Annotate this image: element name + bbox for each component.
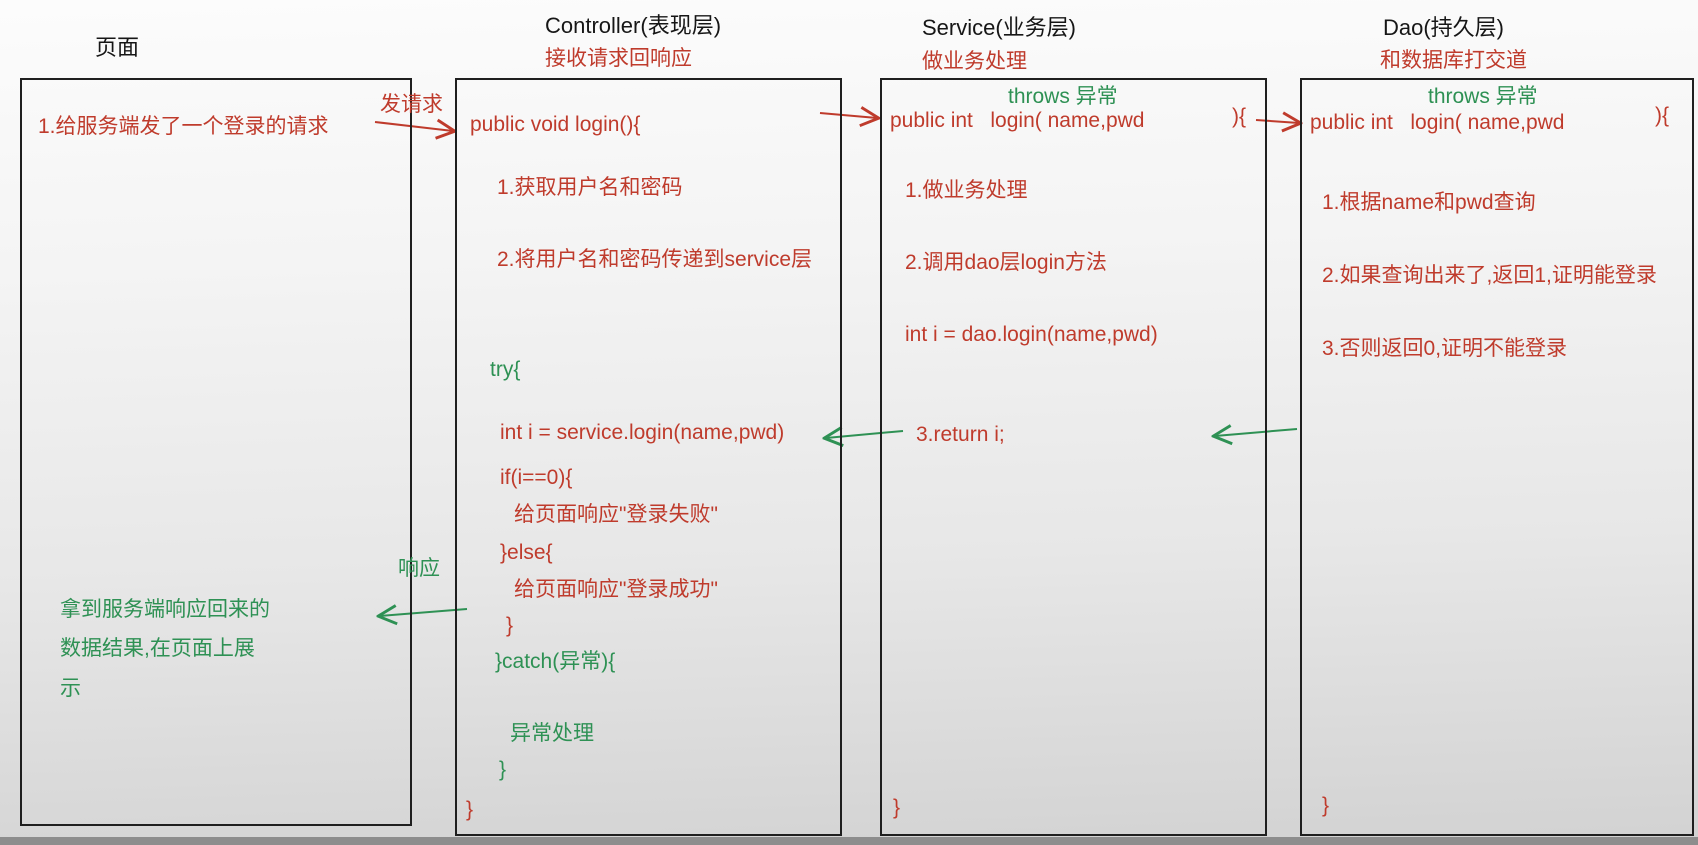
service-code-signature: public int login( name,pwd bbox=[890, 109, 1145, 132]
service-subtitle: 做业务处理 bbox=[922, 50, 1027, 73]
controller-code-catch-open: }catch(异常){ bbox=[495, 650, 616, 673]
request-arrow-label: 发请求 bbox=[380, 93, 443, 116]
page-response-note-line: 示 bbox=[60, 677, 81, 700]
service-code-method-close: } bbox=[893, 796, 901, 819]
dao-code-method-close: } bbox=[1322, 794, 1330, 817]
controller-box bbox=[455, 78, 842, 836]
service-throws-label: throws 异常 bbox=[1008, 85, 1118, 108]
controller-code-step1: 1.获取用户名和密码 bbox=[497, 176, 683, 199]
dao-code-step1: 1.根据name和pwd查询 bbox=[1322, 191, 1536, 214]
controller-code-step2: 2.将用户名和密码传递到service层 bbox=[497, 248, 813, 271]
page-request-note: 1.给服务端发了一个登录的请求 bbox=[38, 115, 329, 138]
dao-code-step2: 2.如果查询出来了,返回1,证明能登录 bbox=[1322, 264, 1657, 287]
controller-code-fail-line: 给页面响应"登录失败" bbox=[514, 503, 718, 526]
dao-code-step3: 3.否则返回0,证明不能登录 bbox=[1322, 337, 1568, 360]
controller-code-if-open: if(i==0){ bbox=[500, 466, 573, 489]
controller-code-catch-body: 异常处理 bbox=[510, 722, 594, 745]
controller-subtitle: 接收请求回响应 bbox=[545, 47, 692, 70]
service-code-return-line: 3.return i; bbox=[916, 423, 1005, 446]
controller-code-catch-close: } bbox=[499, 758, 507, 781]
page-response-note-line: 拿到服务端响应回来的 bbox=[60, 598, 270, 621]
controller-column-title: Controller(表现层) bbox=[545, 13, 722, 38]
service-code-dao-call: int i = dao.login(name,pwd) bbox=[905, 323, 1158, 346]
dao-code-signature: public int login( name,pwd bbox=[1310, 111, 1565, 134]
video-bottom-edge bbox=[0, 837, 1698, 845]
dao-throws-label: throws 异常 bbox=[1428, 85, 1538, 108]
service-box bbox=[880, 78, 1267, 836]
dao-column-title: Dao(持久层) bbox=[1383, 15, 1505, 40]
service-code-step1: 1.做业务处理 bbox=[905, 179, 1028, 202]
controller-code-success-line: 给页面响应"登录成功" bbox=[514, 578, 718, 601]
controller-code-method-close: } bbox=[466, 798, 474, 821]
service-column-title: Service(业务层) bbox=[922, 15, 1077, 40]
page-box bbox=[20, 78, 412, 826]
controller-code-service-call: int i = service.login(name,pwd) bbox=[500, 421, 785, 444]
dao-box bbox=[1300, 78, 1694, 836]
page-response-note-line: 数据结果,在页面上展 bbox=[60, 637, 255, 660]
controller-code-if-close: } bbox=[506, 614, 514, 637]
controller-code-signature: public void login(){ bbox=[470, 113, 641, 136]
response-arrow-label: 响应 bbox=[398, 557, 440, 580]
service-code-step2: 2.调用dao层login方法 bbox=[905, 251, 1107, 274]
page-column-title: 页面 bbox=[95, 35, 140, 60]
dao-code-signature-close: ){ bbox=[1655, 104, 1670, 127]
service-code-signature-close: ){ bbox=[1232, 105, 1247, 128]
controller-code-try-open: try{ bbox=[490, 358, 521, 381]
dao-subtitle: 和数据库打交道 bbox=[1380, 49, 1527, 72]
controller-code-else-line: }else{ bbox=[500, 541, 553, 564]
